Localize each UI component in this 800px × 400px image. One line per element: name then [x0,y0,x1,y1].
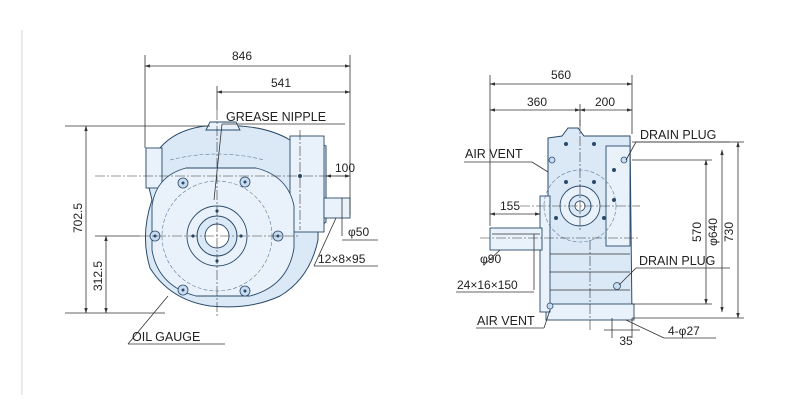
dim-100: 100 [335,161,355,175]
leader-oil-gauge [127,295,169,345]
dim-730: 730 [722,222,736,242]
dim-570: 570 [690,222,704,242]
label-air-vent-bottom: AIR VENT [477,314,535,328]
leader-grease-nipple [213,123,223,201]
leader-air-vent-top [531,161,549,173]
side-bolts [546,142,628,310]
dim-640: φ640 [706,218,720,246]
leader-bolt-holes [625,319,665,339]
dim-3125: 312.5 [91,261,105,291]
dim-phi90: φ90 [480,252,501,266]
front-bolts [149,174,302,297]
dim-key-front: 12×8×95 [318,252,366,266]
leader-drain-plug-bottom [618,267,637,286]
dim-155: 155 [500,199,520,213]
side-shaft [489,227,543,251]
front-side-flange [289,135,325,233]
dim-560: 560 [551,68,571,82]
dim-360: 360 [527,95,547,109]
dim-846: 846 [232,49,252,63]
front-shaft-stub [323,197,351,219]
dim-bolt-holes: 4-φ27 [668,324,700,338]
front-left-lug [145,147,163,189]
dim-200: 200 [595,95,615,109]
leader-key-front [313,217,337,267]
front-view: 846 541 GREASE NIPPLE 702.5 312.5 100 φ5… [65,49,378,345]
label-air-vent-top: AIR VENT [465,147,523,161]
label-drain-plug-bottom: DRAIN PLUG [639,254,715,268]
leader-phi90 [483,249,501,266]
dim-key-side: 24×16×150 [457,278,518,292]
front-hidden-arc [169,153,265,161]
dim-35: 35 [619,334,633,348]
dim-phi50: φ50 [348,225,369,239]
leader-air-vent-bottom [543,309,551,329]
dim-7025: 702.5 [71,203,85,233]
side-view: 560 360 200 155 φ90 24×16×150 AIR VENT A… [456,68,744,348]
label-oil-gauge: OIL GAUGE [132,330,200,344]
label-grease-nipple: GREASE NIPPLE [226,110,326,124]
dim-541: 541 [271,76,291,90]
label-drain-plug-top: DRAIN PLUG [640,128,716,142]
leader-drain-plug-top [625,141,637,161]
